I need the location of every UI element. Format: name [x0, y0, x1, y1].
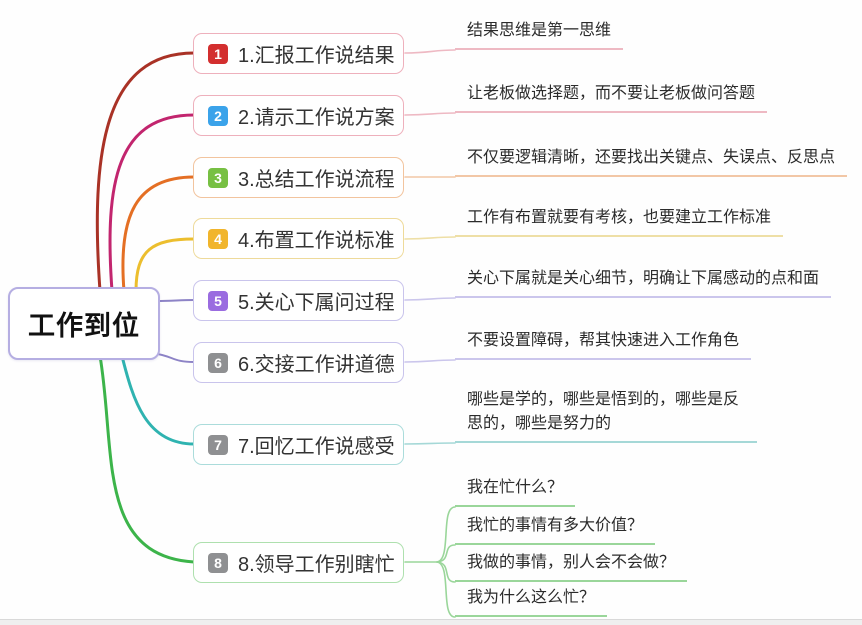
branch-line-2: [108, 113, 196, 293]
note-node-2[interactable]: 让老板做选择题，而不要让老板做问答题: [455, 82, 768, 113]
priority-3-icon: 3: [208, 167, 228, 188]
branch-label: 5.关心下属问过程: [238, 292, 395, 314]
subnote-node-2[interactable]: 我忙的事情有多大价值？: [455, 514, 656, 545]
branch-line-8: [98, 354, 196, 564]
branch-line-5: [155, 299, 195, 302]
note-node-4[interactable]: 工作有布置就要有考核，也要建立工作标准: [455, 206, 784, 237]
note-node-1[interactable]: 结果思维是第一思维: [455, 19, 624, 50]
branch-label: 3.总结工作说流程: [238, 169, 395, 191]
branch-label: 1.汇报工作说结果: [238, 45, 395, 67]
note-line-2: [404, 112, 456, 116]
note-line-1: [404, 49, 456, 54]
branch-label: 8.领导工作别瞎忙: [238, 554, 395, 576]
branch-node-3[interactable]: 3 3.总结工作说流程: [193, 157, 404, 198]
note-fork-3: [436, 561, 456, 583]
branch-label: 4.布置工作说标准: [238, 230, 395, 252]
branch-node-4[interactable]: 4 4.布置工作说标准: [193, 218, 404, 259]
priority-7-icon: 7: [208, 434, 228, 455]
branch-node-8[interactable]: 8 8.领导工作别瞎忙: [193, 542, 404, 583]
subnote-node-4[interactable]: 我为什么这么忙？: [455, 586, 608, 617]
branch-node-1[interactable]: 1 1.汇报工作说结果: [193, 33, 404, 74]
branch-node-5[interactable]: 5 5.关心下属问过程: [193, 280, 404, 321]
branch-node-6[interactable]: 6 6.交接工作讲道德: [193, 342, 404, 383]
branch-line-4: [134, 237, 196, 293]
branch-label: 6.交接工作讲道德: [238, 354, 395, 376]
note-fork-2: [436, 544, 456, 563]
note-line-6: [404, 359, 456, 363]
note-line-5: [404, 297, 456, 301]
priority-5-icon: 5: [208, 290, 228, 311]
priority-1-icon: 1: [208, 43, 228, 64]
note-fork-1: [436, 506, 456, 563]
note-line-7: [404, 442, 456, 445]
priority-2-icon: 2: [208, 105, 228, 126]
branch-label: 7.回忆工作说感受: [238, 436, 395, 458]
priority-6-icon: 6: [208, 352, 228, 373]
branch-line-3: [121, 175, 196, 293]
note-node-5[interactable]: 关心下属就是关心细节，明确让下属感动的点和面: [455, 267, 832, 298]
branch-label: 2.请示工作说方案: [238, 107, 395, 129]
subnote-node-1[interactable]: 我在忙什么？: [455, 476, 576, 507]
window-bottom-bar: [0, 619, 862, 625]
subnote-node-3[interactable]: 我做的事情，别人会不会做？: [455, 551, 688, 582]
priority-8-icon: 8: [208, 552, 228, 573]
branch-line-7: [120, 354, 196, 446]
priority-4-icon: 4: [208, 228, 228, 249]
note-node-6[interactable]: 不要设置障碍，帮其快速进入工作角色: [455, 329, 752, 360]
branch-line-1: [95, 51, 196, 293]
branch-node-2[interactable]: 2 2.请示工作说方案: [193, 95, 404, 136]
note-node-3[interactable]: 不仅要逻辑清晰，还要找出关键点、失误点、反思点: [455, 146, 848, 177]
branch-node-7[interactable]: 7 7.回忆工作说感受: [193, 424, 404, 465]
note-node-7[interactable]: 哪些是学的，哪些是悟到的，哪些是反思的，哪些是努力的: [455, 388, 757, 443]
root-label: 工作到位: [28, 311, 140, 341]
root-node[interactable]: 工作到位: [8, 287, 160, 360]
note-line-4: [404, 236, 456, 240]
note-fork-4: [436, 561, 456, 618]
